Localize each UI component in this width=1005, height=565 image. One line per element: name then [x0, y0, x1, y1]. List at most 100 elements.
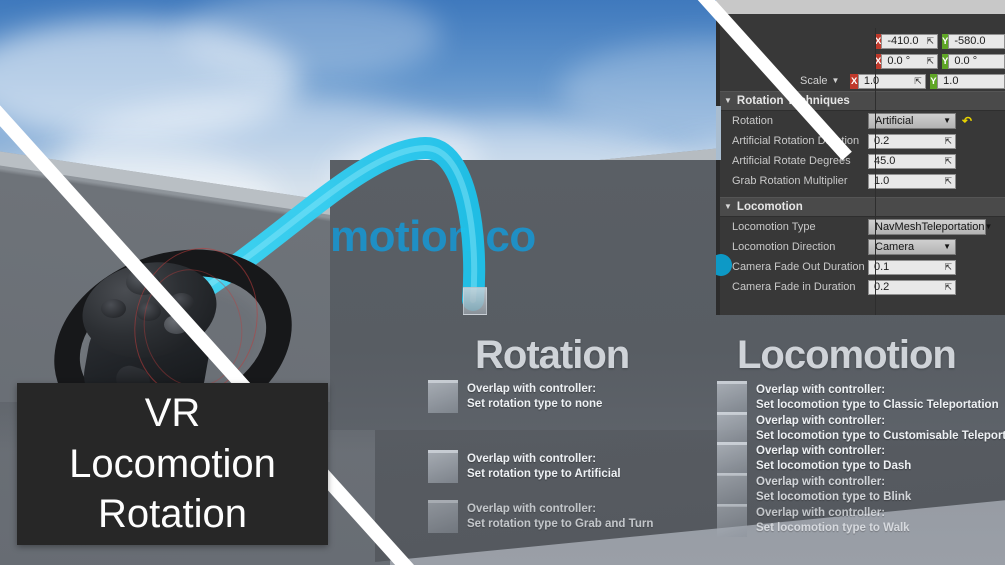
trigger-cube-icon[interactable] — [717, 504, 747, 537]
locomotion-type-value: NavMeshTeleportation — [875, 221, 985, 233]
locomotion-entry-line1: Overlap with controller: — [756, 475, 886, 488]
spinner-icon[interactable]: ⇱ — [944, 155, 952, 166]
rotation-entry-line1: Overlap with controller: — [467, 452, 597, 465]
axis-x-label: X — [875, 33, 882, 49]
locomotion-entry-line1: Overlap with controller: — [756, 506, 886, 519]
rotation-y-field[interactable]: 0.0 ° — [948, 53, 1005, 69]
property-label: Grab Rotation Multiplier — [732, 175, 848, 187]
trigger-cube-icon[interactable] — [717, 381, 747, 414]
property-label: Camera Fade in Duration — [732, 281, 856, 293]
spinner-icon[interactable]: ⇱ — [926, 55, 934, 66]
property-row-camera-fade-out: Camera Fade Out Duration 0.1 ⇱ — [716, 257, 1005, 277]
artificial-rotate-degrees-field[interactable]: 45.0 ⇱ — [868, 153, 956, 169]
title-line-3: Rotation — [98, 492, 247, 537]
rotation-type-dropdown[interactable]: Artificial ▼ — [868, 113, 956, 129]
trigger-cube-icon[interactable] — [717, 473, 747, 506]
property-row-artificial-rotation-duration: Artificial Rotation Duration 0.2 ⇱ — [716, 131, 1005, 151]
details-panel-title-bar — [716, 0, 1005, 14]
rotation-heading: Rotation — [475, 333, 630, 377]
trigger-cube-icon[interactable] — [428, 500, 458, 533]
locomotion-entry: Overlap with controller: Set locomotion … — [717, 442, 911, 475]
rotation-y-value: 0.0 ° — [954, 55, 978, 67]
scale-y-value: 1.0 — [943, 75, 959, 87]
locomotion-entry-line1: Overlap with controller: — [756, 444, 886, 457]
property-label: Camera Fade Out Duration — [732, 261, 865, 273]
trigger-cube-icon[interactable] — [717, 412, 747, 445]
spinner-icon[interactable]: ⇱ — [914, 75, 922, 86]
rotation-entry-line2: Set rotation type to Artificial — [467, 467, 621, 480]
section-title: Locomotion — [736, 201, 803, 213]
spinner-icon[interactable]: ⇱ — [944, 135, 952, 146]
scale-x-field[interactable]: 1.0 ⇱ — [857, 73, 926, 89]
spinner-icon[interactable]: ⇱ — [944, 281, 952, 292]
section-header-rotation-techniques[interactable]: ▼ Rotation Techniques — [716, 91, 1005, 111]
rotation-x-field[interactable]: 0.0 ° ⇱ — [881, 53, 938, 69]
collapse-triangle-icon[interactable]: ▼ — [724, 96, 732, 105]
rotation-entry: Overlap with controller: Set rotation ty… — [428, 380, 602, 413]
scale-y-field[interactable]: 1.0 — [937, 73, 1005, 89]
trigger-cube-icon[interactable] — [717, 442, 747, 475]
reset-to-default-icon[interactable]: ↶ — [962, 114, 973, 128]
artificial-rotation-duration-field[interactable]: 0.2 ⇱ — [868, 133, 956, 149]
locomotion-heading: Locomotion — [737, 333, 957, 377]
chevron-down-icon[interactable]: ▼ — [943, 242, 951, 251]
axis-x-label: X — [850, 73, 858, 89]
locomotion-accent-dot — [716, 254, 732, 276]
spinner-icon[interactable]: ⇱ — [926, 35, 934, 46]
locomotion-type-dropdown[interactable]: NavMeshTeleportation ▼ — [868, 219, 992, 235]
rotation-entry-line1: Overlap with controller: — [467, 382, 597, 395]
rotation-type-value: Artificial — [875, 115, 914, 127]
title-line-1: VR — [144, 391, 201, 436]
section-header-locomotion[interactable]: ▼ Locomotion — [716, 197, 1005, 217]
camera-fade-in-duration-field[interactable]: 0.2 ⇱ — [868, 279, 956, 295]
field-value: 1.0 — [874, 175, 890, 187]
details-panel-column-divider — [875, 28, 876, 315]
locomotion-entry-line2: Set locomotion type to Classic Teleporta… — [756, 398, 999, 411]
controller-button-a — [136, 302, 161, 321]
locomotion-entry-line2: Set locomotion type to Dash — [756, 459, 912, 472]
grab-rotation-multiplier-field[interactable]: 1.0 ⇱ — [868, 173, 956, 189]
location-y-field[interactable]: -580.0 — [948, 33, 1005, 49]
location-x-value: -410.0 — [887, 35, 919, 47]
locomotion-direction-value: Camera — [875, 241, 915, 253]
locomotion-entry-line2: Set locomotion type to Blink — [756, 490, 912, 503]
property-row-locomotion-type: Locomotion Type NavMeshTeleportation ▼ — [716, 217, 1005, 237]
details-panel-scroll-thumb[interactable] — [716, 106, 721, 160]
axis-y-label: Y — [929, 73, 938, 89]
rotation-entry: Overlap with controller: Set rotation ty… — [428, 500, 653, 533]
property-row-locomotion-direction: Locomotion Direction Camera ▼ — [716, 237, 1005, 257]
chevron-down-icon[interactable]: ▼ — [984, 222, 993, 231]
property-label: Locomotion Direction — [732, 241, 836, 253]
details-spacer — [716, 14, 1005, 31]
transform-location-row: X -410.0 ⇱ Y -580.0 — [716, 31, 1005, 51]
locomotion-direction-dropdown[interactable]: Camera ▼ — [868, 239, 956, 255]
field-value: 0.2 — [874, 135, 890, 147]
trigger-cube-icon[interactable] — [428, 450, 458, 483]
locomotion-entry-line2: Set locomotion type to Customisable Tele… — [756, 429, 1005, 442]
property-row-camera-fade-in: Camera Fade in Duration 0.2 ⇱ — [716, 277, 1005, 297]
axis-x-label: X — [875, 53, 882, 69]
chevron-down-icon[interactable]: ▼ — [831, 76, 840, 85]
camera-fade-out-duration-field[interactable]: 0.1 ⇱ — [868, 259, 956, 275]
location-x-field[interactable]: -410.0 ⇱ — [881, 33, 938, 49]
spinner-icon[interactable]: ⇱ — [944, 261, 952, 272]
trigger-cube-icon[interactable] — [428, 380, 458, 413]
location-y-value: -580.0 — [954, 35, 986, 47]
locomotion-entry: Overlap with controller: Set locomotion … — [717, 381, 999, 414]
locomotion-entry-line1: Overlap with controller: — [756, 414, 886, 427]
locomotion-entry-line2: Set locomotion type to Walk — [756, 521, 910, 534]
cloud-icon — [180, 0, 440, 80]
property-row-artificial-rotate-degrees: Artificial Rotate Degrees 45.0 ⇱ — [716, 151, 1005, 171]
locomotion-entry: Overlap with controller: Set locomotion … — [717, 473, 911, 506]
spinner-icon[interactable]: ⇱ — [944, 175, 952, 186]
locomotion-entry: Overlap with controller: Set locomotion … — [717, 412, 1005, 445]
collapse-triangle-icon[interactable]: ▼ — [724, 202, 732, 211]
transform-rotation-row: X 0.0 ° ⇱ Y 0.0 ° — [716, 51, 1005, 71]
chevron-down-icon[interactable]: ▼ — [943, 116, 951, 125]
axis-y-label: Y — [942, 33, 949, 49]
scene-blue-text: motion co — [330, 212, 536, 261]
details-panel[interactable]: X -410.0 ⇱ Y -580.0 X 0.0 ° ⇱ Y 0.0 ° — [716, 0, 1005, 315]
title-card: VR Locomotion Rotation — [17, 383, 328, 545]
rotation-entry-line1: Overlap with controller: — [467, 502, 597, 515]
